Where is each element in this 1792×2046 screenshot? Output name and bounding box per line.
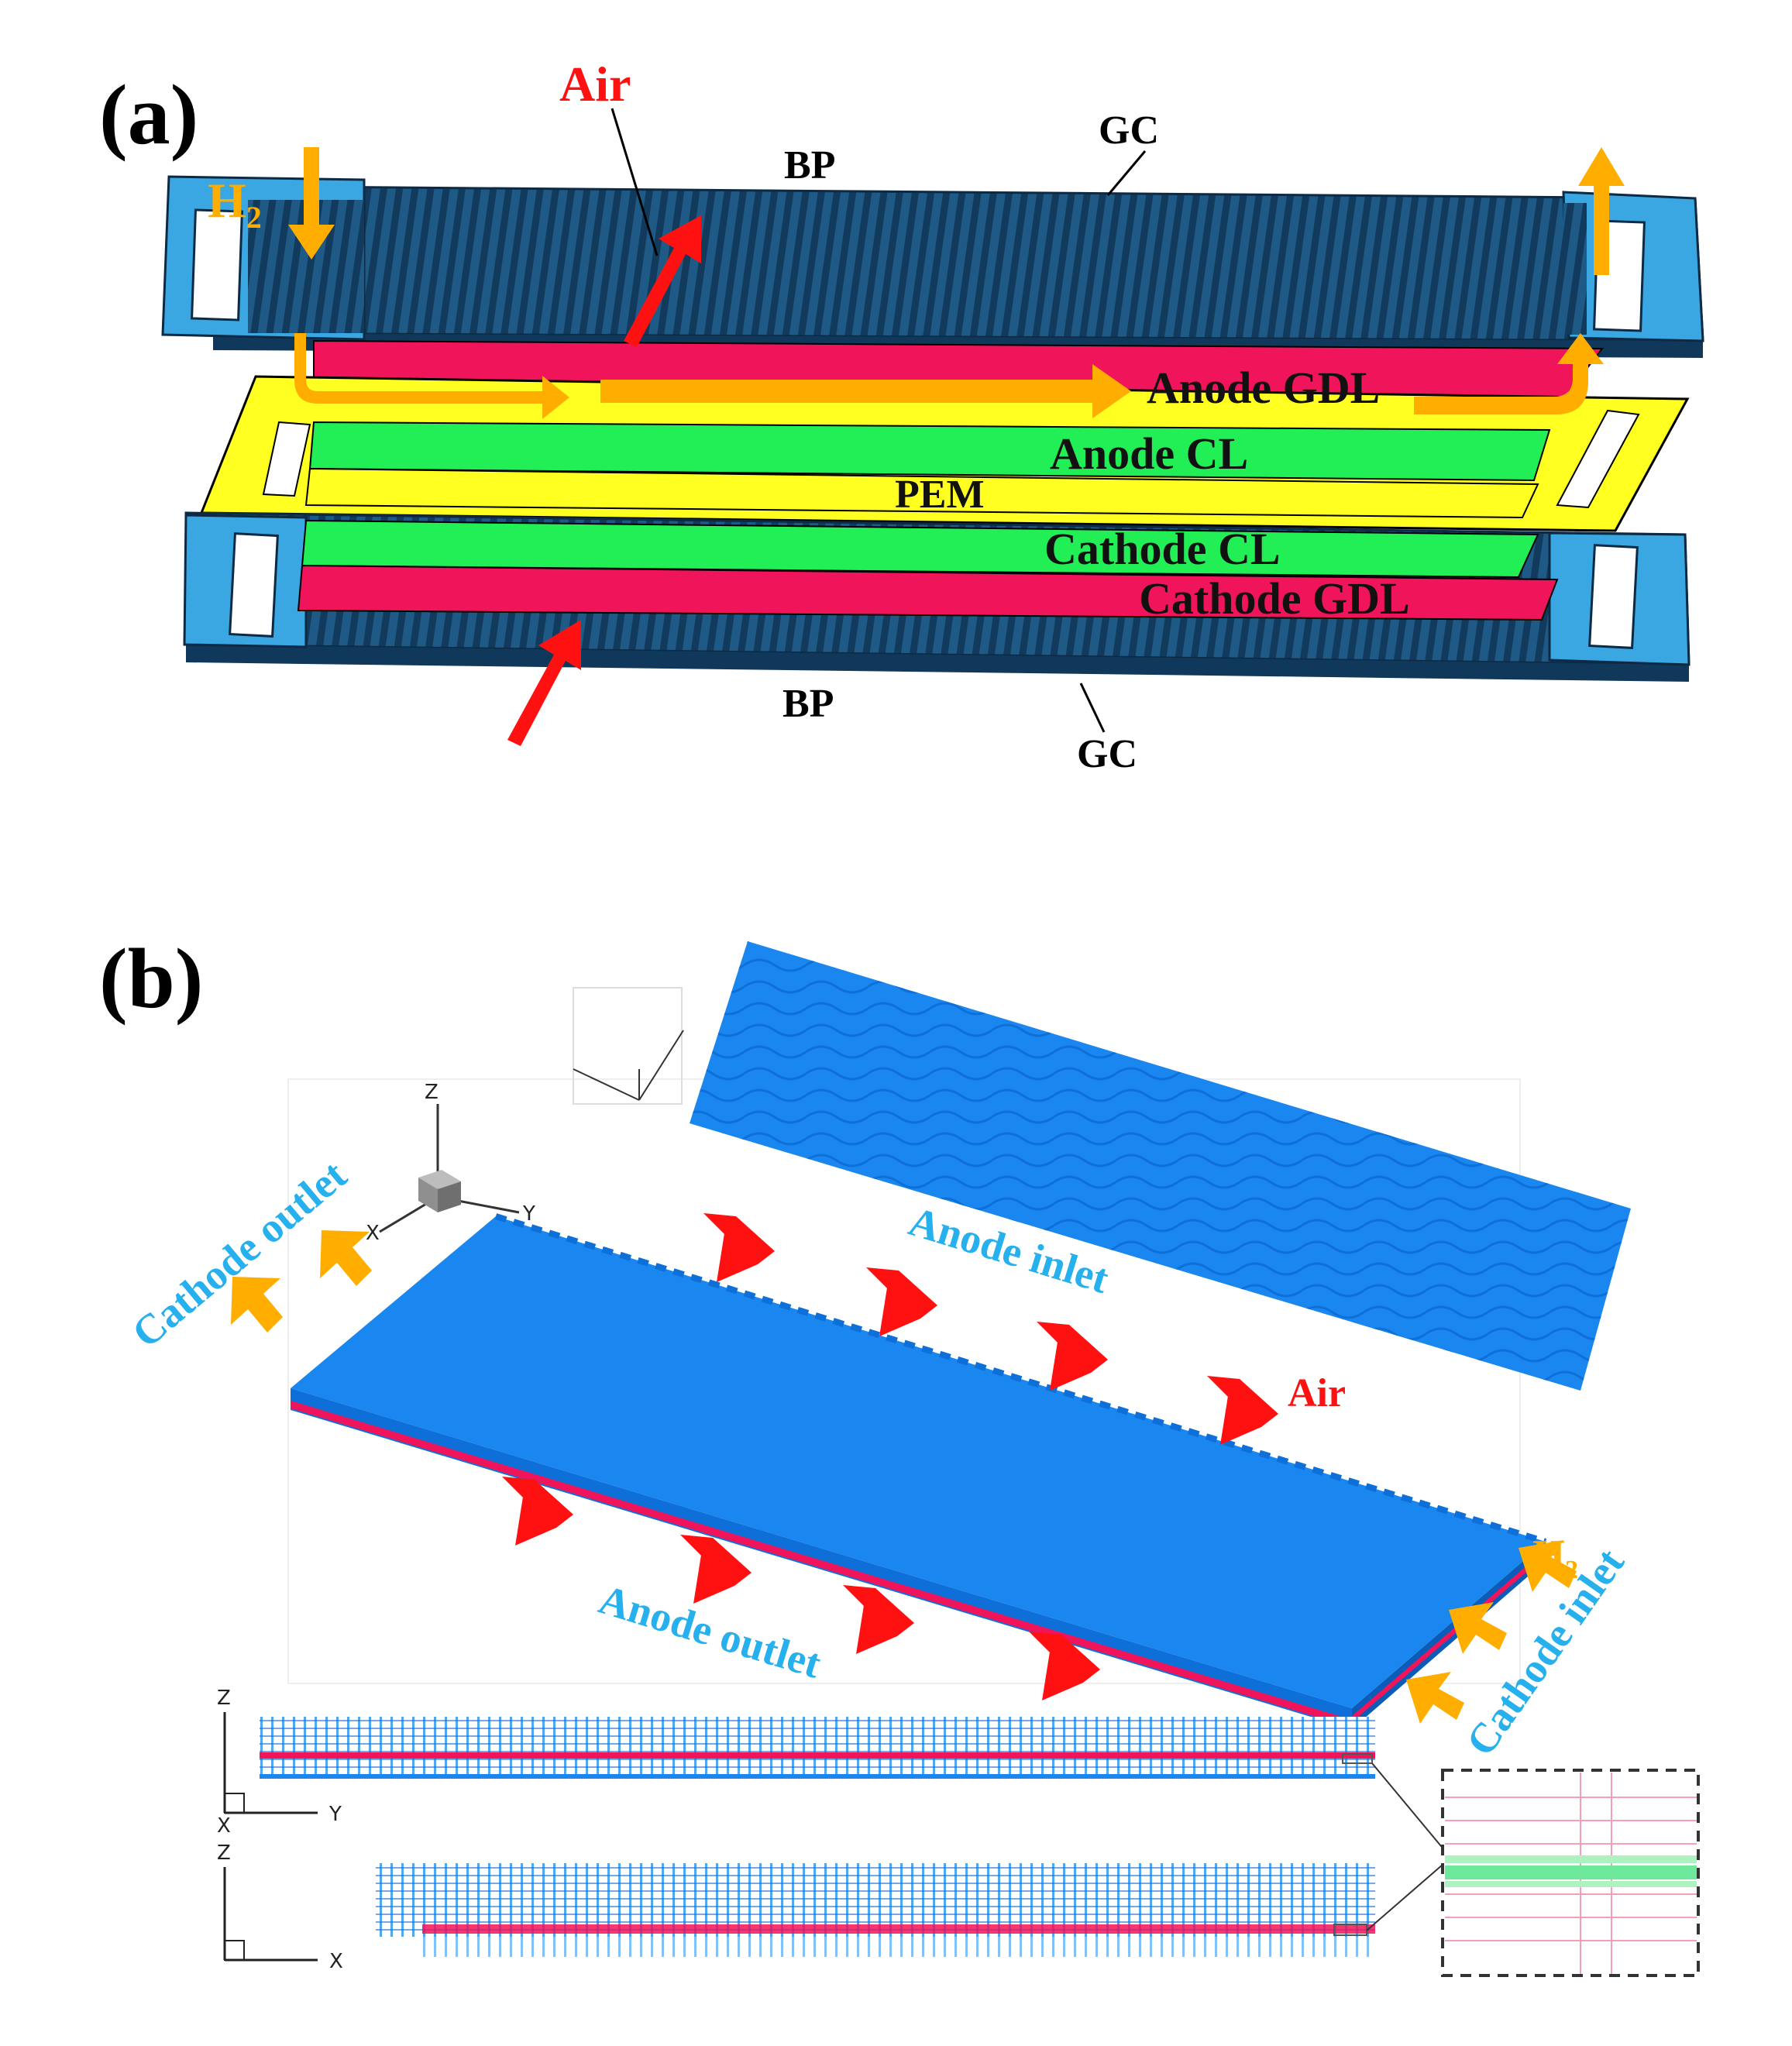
cube-z-label: Z [425,1081,439,1104]
h2-flow-arrows [288,147,1625,419]
anode-cl-layer [308,421,1551,482]
zy-y-label: Y [328,1803,342,1826]
h2-label-a: H2 [208,173,262,235]
axis-cube: Z Y X [366,1081,535,1245]
zy-x-label: X [217,1814,231,1838]
panel-b: (b) Z Y X [99,931,1700,1977]
pem-label: PEM [895,473,985,517]
cathode-cl-layer [301,519,1539,579]
anode-channel-mesh [690,941,1631,1391]
air-arrows-b [502,1213,1278,1700]
air-flow-arrows [507,215,701,746]
side-view-zy: Z X Y [217,1687,1375,1838]
cathode-gdl-label: Cathode GDL [1139,573,1410,624]
air-label-b: Air [1288,1371,1346,1415]
gc-top-label: GC [1099,108,1159,153]
zy-z-label: Z [217,1687,231,1710]
top-bipolar-plate [161,175,1704,358]
side-view-zx: Z X [217,1841,1375,1973]
zx-z-label: Z [217,1841,231,1865]
bp-top-label: BP [784,143,835,187]
anode-cl-label: Anode CL [1050,428,1248,479]
inset-axis-triad [573,987,684,1105]
cathode-cl-label: Cathode CL [1044,524,1281,574]
mea-block [291,1213,1547,1729]
cathode-outlet-label: Cathode outlet [123,1151,355,1357]
pem-layer [304,467,1539,519]
panel-a: (a) [99,57,1704,776]
bp-bottom-label: BP [782,682,834,726]
zx-x-label: X [329,1950,343,1973]
cathode-outlet-arrows [231,1230,372,1332]
gc-bottom-label: GC [1077,732,1137,776]
panel-b-label: (b) [99,931,203,1026]
anode-gdl-label: Anode GDL [1147,363,1380,413]
zoom-inset [1366,1762,1700,1977]
cathode-gdl-layer [297,564,1559,621]
cathode-inlet-arrows [1406,1540,1577,1724]
cube-y-label: Y [522,1202,535,1226]
h2-label-b: H2 [1532,1532,1578,1584]
panel-a-label: (a) [99,67,198,162]
cube-x-label: X [366,1222,380,1245]
air-label-a: Air [559,57,631,112]
